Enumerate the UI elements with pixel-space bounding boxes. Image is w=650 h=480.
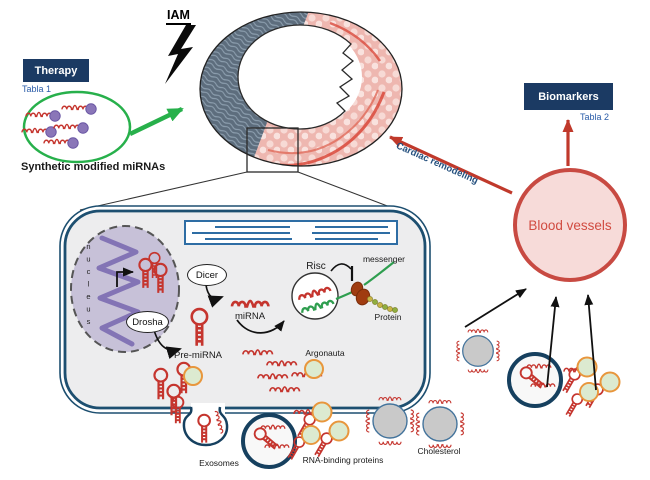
risc-complex: [291, 261, 398, 320]
argonaute-particle: [304, 359, 324, 379]
cholesterol-particle: [416, 400, 464, 448]
mirna-label: miRNA: [234, 311, 266, 322]
cholesterol-label: Cholesterol: [417, 446, 461, 456]
dicer-arrow: [205, 284, 224, 308]
exosome-released: [243, 415, 295, 467]
drosha-enzyme: Drosha: [126, 311, 169, 333]
infarct-label: IAM: [166, 8, 191, 25]
inhibition-arc: [330, 263, 352, 272]
chromatin-strand: [96, 235, 141, 347]
argonauta-label: Argonauta: [305, 348, 345, 358]
risc-label: Risc: [306, 261, 326, 272]
nucleus-label: nucleus: [84, 242, 93, 330]
circulating-cholesterol: [456, 329, 499, 372]
drosha-arrow: [153, 329, 182, 359]
protein-beads: [367, 296, 398, 313]
rna-binding-proteins-label: RNA-binding proteins: [302, 455, 384, 465]
circulating-rbp: [560, 358, 619, 419]
ribosome: [350, 281, 371, 306]
carrier-arrows: [464, 288, 597, 391]
exosomes-label: Exosomes: [199, 458, 239, 468]
cardiac-remodeling-arrow: [389, 135, 513, 195]
circulating-exosome: [509, 354, 561, 406]
therapy-caption: Synthetic modified miRNAs: [21, 161, 166, 173]
therapy-arrow: [129, 106, 184, 137]
protein-label: Protein: [374, 312, 402, 322]
transcription-arrow: [116, 267, 134, 287]
pre-mirna-label: Pre-miRNA: [173, 350, 223, 361]
magnifier-box: [79, 127, 391, 211]
therapy-title-box: Therapy: [23, 59, 89, 82]
therapy-table-ref: Tabla 1: [22, 84, 52, 94]
dna-bars: [184, 220, 398, 245]
therapy-capsule: [22, 90, 184, 164]
lightning-bolt-icon: [165, 25, 196, 84]
biomarkers-title-box: Biomarkers: [524, 83, 613, 110]
biomarkers-table-ref: Tabla 2: [580, 112, 610, 122]
blood-vessels-node: Blood vessels: [513, 168, 627, 282]
dicer-enzyme: Dicer: [187, 264, 227, 286]
heart-cross-section: [199, 11, 403, 167]
mirna-to-risc-arrow: [236, 319, 285, 334]
messenger-label: messenger: [362, 254, 406, 264]
